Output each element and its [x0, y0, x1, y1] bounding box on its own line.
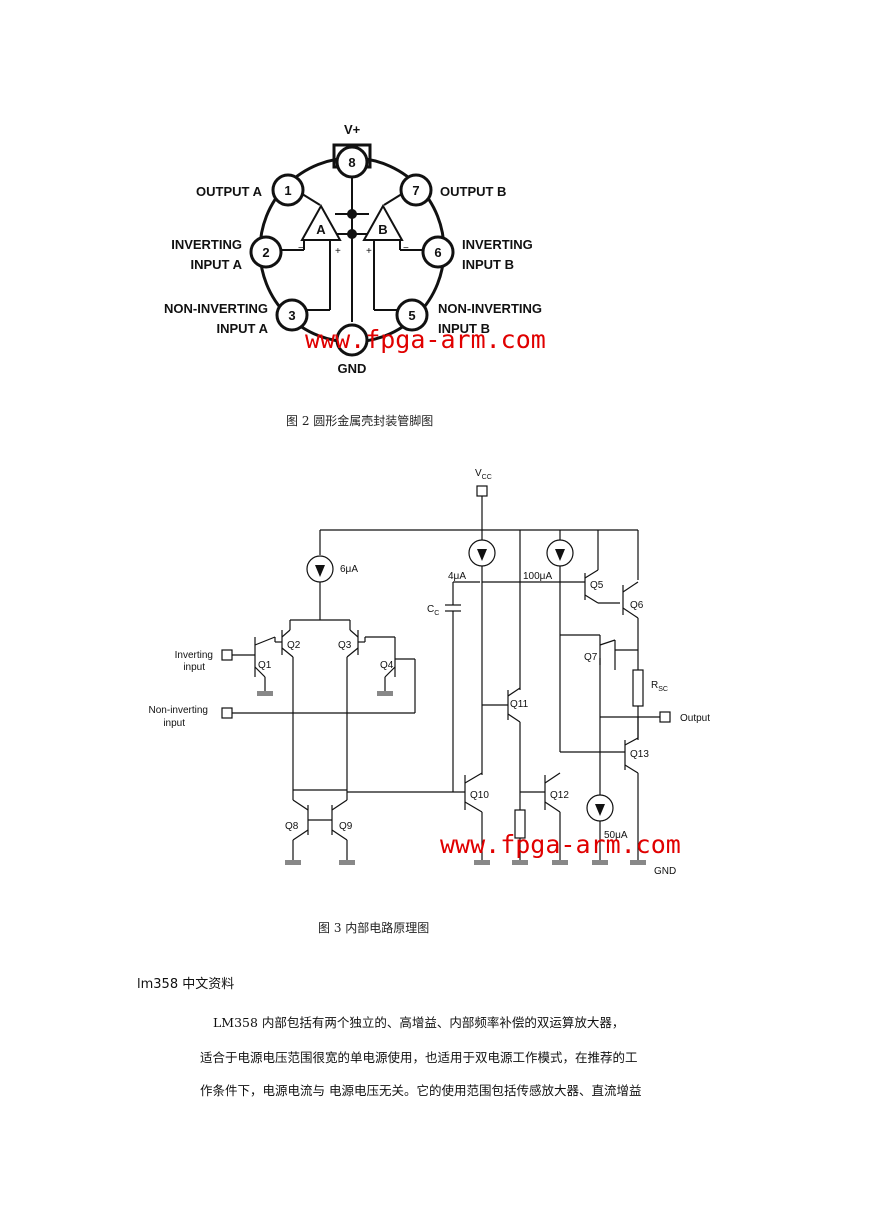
q6-label: Q6: [630, 600, 644, 611]
watermark-2: www.fpga-arm.com: [440, 830, 681, 859]
pin-diagram-svg: 8 1 7 2 6 3 5 A B − + − + V+ OUTPUT A OU…: [164, 122, 546, 376]
watermark-1: www.fpga-arm.com: [305, 325, 546, 354]
inv-a-label-1: INVERTING: [171, 237, 242, 252]
pin-diagram-figure: 8 1 7 2 6 3 5 A B − + − + V+ OUTPUT A OU…: [140, 110, 580, 380]
amp-a-minus: −: [298, 243, 304, 254]
pin-2-label: 2: [262, 245, 269, 260]
pin-6-label: 6: [434, 245, 441, 260]
amp-b-label: B: [378, 222, 387, 237]
current-6ua-label: 6μA: [340, 564, 358, 575]
pin-3-label: 3: [288, 308, 295, 323]
cc-label: CC: [427, 604, 439, 617]
paragraph-line-1: LM358 内部包括有两个独立的、高增益、内部频率补偿的双运算放大器，: [213, 1015, 625, 1030]
amp-b-plus: +: [366, 246, 372, 257]
section-heading: lm358 中文资料: [137, 977, 235, 992]
vplus-label: V+: [344, 122, 361, 137]
q5-label: Q5: [590, 580, 604, 591]
pin-1-label: 1: [284, 183, 291, 198]
pin-5: [395, 298, 429, 332]
noninv-a-label-1: NON-INVERTING: [164, 301, 268, 316]
q3-label: Q3: [338, 640, 352, 651]
current-4ua-label: 4μA: [448, 571, 466, 582]
output-b-label: OUTPUT B: [440, 184, 506, 199]
noninv-b-label-1: NON-INVERTING: [438, 301, 542, 316]
rsc-label: RSC: [651, 680, 668, 693]
pin-2: [249, 235, 283, 269]
inv-a-label-2: INPUT A: [190, 257, 242, 272]
current-100ua-label: 100μA: [523, 571, 552, 582]
noninv-b-label-2: INPUT B: [438, 321, 490, 336]
gnd-label: GND: [338, 361, 367, 376]
q9-label: Q9: [339, 821, 353, 832]
pin-1: [271, 173, 305, 207]
q7-label: Q7: [584, 652, 598, 663]
amp-a-plus: +: [335, 246, 341, 257]
inv-b-label-2: INPUT B: [462, 257, 514, 272]
paragraph-line-3: 作条件下，电源电流与 电源电压无关。它的使用范围包括传感放大器、直流增益: [200, 1083, 642, 1098]
q12-label: Q12: [550, 790, 569, 801]
amp-a-label: A: [316, 222, 326, 237]
q8-label: Q8: [285, 821, 299, 832]
q11-label: Q11: [510, 699, 529, 710]
circuit-diagram-svg: VCC 6μA 4μA 100μA 50μA CC Inverting inpu…: [149, 468, 711, 877]
vcc-label: VCC: [475, 468, 492, 481]
gnd-label-circuit: GND: [654, 866, 676, 877]
inverting-input-label-2: input: [183, 662, 205, 673]
circuit-diagram-figure: VCC 6μA 4μA 100μA 50μA CC Inverting inpu…: [130, 455, 740, 885]
inv-b-label-1: INVERTING: [462, 237, 533, 252]
q2-label: Q2: [287, 640, 301, 651]
paragraph-line-2: 适合于电源电压范围很宽的单电源使用，也适用于双电源工作模式，在推荐的工: [200, 1050, 638, 1065]
figure-2-caption: 图 2 圆形金属壳封装管脚图: [286, 414, 434, 428]
pin-7-label: 7: [412, 183, 419, 198]
output-label: Output: [680, 713, 710, 724]
inverting-input-label-1: Inverting: [175, 650, 213, 661]
noninverting-input-label-2: input: [163, 718, 185, 729]
pin-8: [335, 145, 369, 179]
q1-label: Q1: [258, 660, 272, 671]
pin-7: [399, 173, 433, 207]
current-50ua-label: 50μA: [604, 830, 628, 841]
pin-3: [275, 298, 309, 332]
pin-8-label: 8: [348, 155, 355, 170]
amp-b-minus: −: [403, 243, 409, 254]
pin-6: [421, 235, 455, 269]
noninv-a-label-2: INPUT A: [216, 321, 268, 336]
q13-label: Q13: [630, 749, 649, 760]
figure-3-caption: 图 3 内部电路原理图: [318, 921, 430, 935]
q10-label: Q10: [470, 790, 489, 801]
output-a-label: OUTPUT A: [196, 184, 263, 199]
noninverting-input-label-1: Non-inverting: [149, 705, 208, 716]
pin-5-label: 5: [408, 308, 415, 323]
q4-label: Q4: [380, 660, 394, 671]
pin-4: [335, 323, 369, 357]
